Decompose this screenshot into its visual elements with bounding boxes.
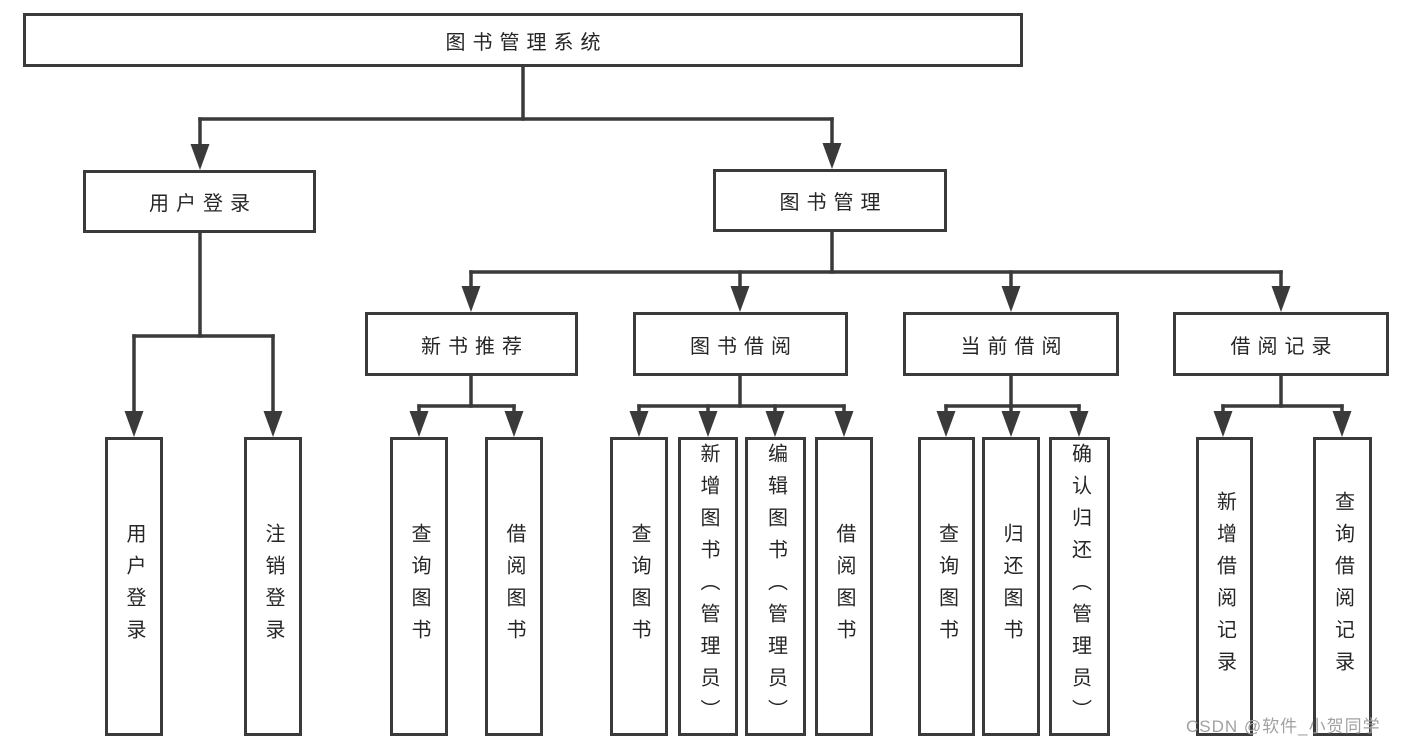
arrowhead [1271, 286, 1291, 312]
csdn-watermark: CSDN @软件_小贺同学 [1186, 717, 1381, 736]
leaf-query-borrow-record-label: 查询借阅记录 [1331, 490, 1354, 683]
node-book-management: 图书管理 [713, 169, 947, 232]
connector-book-mgmt-to-level3 [461, 230, 1291, 312]
leaf-borrow-books-recommend-label: 借阅图书 [503, 522, 525, 651]
connector-user-login-to-leaves [124, 231, 283, 437]
leaf-borrow-books-recommend: 借阅图书 [485, 437, 543, 736]
node-book-borrow-label: 图书借阅 [690, 335, 798, 358]
node-new-book-recommend: 新书推荐 [365, 312, 578, 376]
arrowhead [765, 411, 785, 437]
arrowhead [461, 286, 481, 312]
leaf-confirm-return-admin-label: 确认归还（管理员） [1068, 442, 1091, 731]
leaf-query-books-borrow-label: 查询图书 [628, 522, 650, 651]
leaf-edit-book-admin: 编辑图书（管理员） [745, 437, 806, 736]
arrowhead [629, 411, 649, 437]
leaf-user-login: 用户登录 [105, 437, 163, 736]
connector-root-to-level2 [190, 65, 842, 170]
leaf-query-books-current: 查询图书 [918, 437, 975, 736]
arrowhead [698, 411, 718, 437]
node-new-book-recommend-label: 新书推荐 [421, 335, 529, 358]
arrowhead [1001, 286, 1021, 312]
leaf-add-book-admin: 新增图书（管理员） [678, 437, 738, 736]
node-current-borrow: 当前借阅 [903, 312, 1119, 376]
node-borrow-records-label: 借阅记录 [1230, 335, 1339, 358]
leaf-borrow-books: 借阅图书 [815, 437, 873, 736]
connector-current-borrow-to-leaves [936, 374, 1089, 437]
node-book-borrow: 图书借阅 [633, 312, 848, 376]
arrowhead [190, 144, 210, 170]
leaf-return-book-label: 归还图书 [1000, 522, 1022, 651]
connector-book-borrow-to-leaves [629, 374, 854, 437]
leaf-add-borrow-record: 新增借阅记录 [1196, 437, 1253, 736]
node-root-label: 图书管理系统 [445, 31, 608, 54]
arrowhead [730, 286, 750, 312]
arrowhead [1213, 411, 1233, 437]
leaf-query-books-recommend-label: 查询图书 [408, 522, 430, 651]
arrowhead [834, 411, 854, 437]
node-root: 图书管理系统 [23, 13, 1023, 67]
node-user-login-label: 用户登录 [149, 193, 257, 215]
arrowhead [504, 411, 524, 437]
connector-borrow-records-to-leaves [1213, 374, 1352, 437]
leaf-logout: 注销登录 [244, 437, 302, 736]
arrowhead [409, 411, 429, 437]
leaf-return-book: 归还图书 [982, 437, 1040, 736]
leaf-add-book-admin-label: 新增图书（管理员） [697, 442, 719, 731]
leaf-edit-book-admin-label: 编辑图书（管理员） [764, 442, 787, 731]
arrowhead [936, 411, 956, 437]
node-book-management-label: 图书管理 [779, 192, 888, 214]
arrowhead [822, 143, 842, 169]
leaf-borrow-books-label: 借阅图书 [833, 522, 855, 651]
node-user-login: 用户登录 [83, 170, 316, 233]
leaf-user-login-label: 用户登录 [123, 522, 145, 651]
arrowhead [1001, 411, 1021, 437]
arrowhead [124, 411, 144, 437]
leaf-query-books-recommend: 查询图书 [390, 437, 448, 736]
connector-new-book-to-leaves [409, 374, 524, 437]
node-borrow-records: 借阅记录 [1173, 312, 1389, 376]
leaf-confirm-return-admin: 确认归还（管理员） [1049, 437, 1110, 736]
arrowhead [1069, 411, 1089, 437]
leaf-logout-label: 注销登录 [262, 522, 284, 651]
leaf-query-books-current-label: 查询图书 [935, 522, 958, 651]
node-current-borrow-label: 当前借阅 [960, 335, 1069, 358]
leaf-query-books-borrow: 查询图书 [610, 437, 668, 736]
leaf-query-borrow-record: 查询借阅记录 [1313, 437, 1372, 736]
arrowhead [1332, 411, 1352, 437]
arrowhead [263, 411, 283, 437]
leaf-add-borrow-record-label: 新增借阅记录 [1213, 490, 1236, 683]
